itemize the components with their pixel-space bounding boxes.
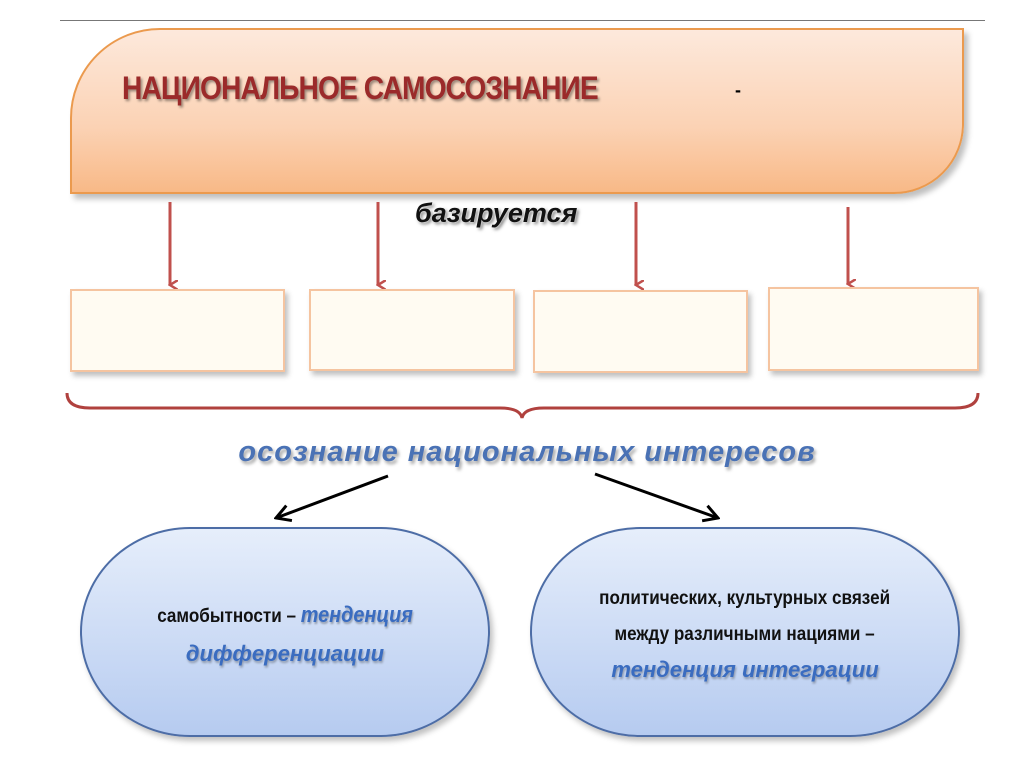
right-oval-line2: между различными нациями – [614,624,876,645]
page-title: НАЦИОНАЛЬНОЕ САМОСОЗНАНИЕ [122,70,599,106]
empty-box-2 [309,289,515,371]
integration-text: тенденция интеграции [611,657,879,682]
arrow-right [594,472,718,518]
top-divider [60,20,985,21]
title-dash: - [735,80,741,100]
header-box [70,28,964,194]
left-oval-line1: самобытности – тенденция [157,597,413,635]
based-on-label: базируется [415,198,578,228]
empty-box-1 [70,289,285,372]
differentiation-oval: самобытности – тенденция дифференциации [80,527,490,737]
empty-box-3 [533,290,748,373]
identity-text: самобытности – [157,606,301,627]
differentiation-text: дифференциации [185,641,385,666]
empty-box-4 [768,287,979,371]
arrow-left [276,474,389,518]
curly-brace [65,392,980,419]
tendency-text: тенденция [300,602,413,627]
national-interests-heading: осознание национальных интересов [238,436,816,468]
right-oval-line1: политических, культурных связей [599,588,891,609]
integration-oval: политических, культурных связей между ра… [530,527,960,737]
